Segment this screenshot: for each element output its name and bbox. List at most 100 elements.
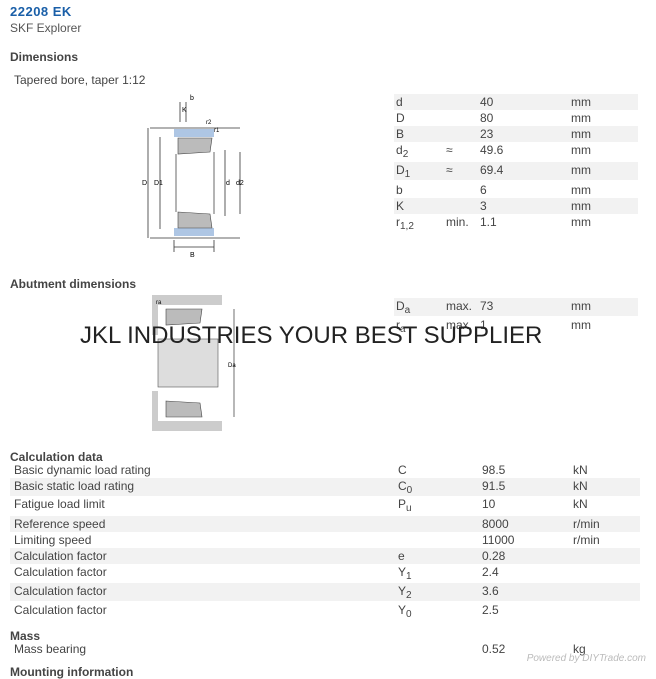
symbol: Y1 bbox=[398, 564, 412, 585]
label-k: K bbox=[182, 107, 187, 114]
unit: kN bbox=[573, 463, 588, 477]
symbol-subscript: 1 bbox=[406, 571, 412, 582]
symbol-main: Y bbox=[398, 584, 407, 598]
symbol: ra bbox=[396, 317, 406, 338]
qualifier: max. bbox=[446, 318, 473, 332]
calculation-row: Basic static load rating C0 91.5 kN bbox=[10, 478, 640, 496]
unit: mm bbox=[571, 127, 591, 141]
symbol-main: C bbox=[398, 463, 407, 477]
symbol-subscript: 1 bbox=[404, 169, 411, 180]
value: 10 bbox=[482, 497, 496, 511]
value: 0.52 bbox=[482, 642, 506, 656]
symbol-main: r bbox=[396, 318, 400, 332]
dimension-row: D 80 mm bbox=[394, 110, 638, 126]
unit: mm bbox=[571, 95, 591, 109]
powered-by: Powered by DIYTrade.com bbox=[526, 653, 646, 664]
symbol-main: r bbox=[396, 215, 400, 229]
symbol: D bbox=[396, 110, 405, 126]
symbol: b bbox=[396, 182, 403, 198]
symbol-main: e bbox=[398, 549, 405, 563]
product-title: 22208 EK bbox=[10, 4, 72, 19]
label-b: b bbox=[190, 95, 194, 102]
row-label: Fatigue load limit bbox=[14, 497, 105, 511]
row-label: Calculation factor bbox=[14, 603, 107, 617]
unit: mm bbox=[571, 183, 591, 197]
symbol-subscript: 1,2 bbox=[400, 221, 414, 232]
value: 73 bbox=[480, 299, 494, 313]
symbol-subscript: u bbox=[406, 503, 412, 514]
symbol-main: C bbox=[398, 479, 407, 493]
dimension-row: d 40 mm bbox=[394, 94, 638, 110]
value: 23 bbox=[480, 127, 494, 141]
symbol-main: P bbox=[398, 497, 407, 511]
qualifier: min. bbox=[446, 215, 469, 229]
symbol: B bbox=[396, 126, 404, 142]
row-label: Calculation factor bbox=[14, 565, 107, 579]
unit: r/min bbox=[573, 533, 600, 547]
qualifier: max. bbox=[446, 299, 473, 313]
label-da: Da bbox=[228, 363, 236, 369]
label-ra: ra bbox=[156, 300, 162, 306]
symbol-main: B bbox=[396, 127, 405, 141]
symbol-subscript: 0 bbox=[406, 609, 412, 620]
label-width-b: B bbox=[190, 252, 195, 259]
value: 3.6 bbox=[482, 584, 499, 598]
symbol: Pu bbox=[398, 496, 412, 517]
unit: mm bbox=[571, 215, 591, 229]
value: 0.28 bbox=[482, 549, 506, 563]
unit: kN bbox=[573, 479, 588, 493]
value: 80 bbox=[480, 111, 494, 125]
row-label: Basic static load rating bbox=[14, 479, 135, 493]
value: 8000 bbox=[482, 517, 509, 531]
symbol: C bbox=[398, 462, 407, 478]
calculation-row: Calculation factor e 0.28 bbox=[10, 548, 640, 564]
value: 6 bbox=[480, 183, 487, 197]
abutment-heading: Abutment dimensions bbox=[10, 277, 137, 291]
symbol-subscript: a bbox=[400, 324, 406, 335]
unit: mm bbox=[571, 199, 591, 213]
unit: mm bbox=[571, 111, 591, 125]
symbol: K bbox=[396, 198, 404, 214]
symbol: D1 bbox=[396, 162, 410, 183]
row-label: Basic dynamic load rating bbox=[14, 463, 151, 477]
abutment-drawing: ra Da bbox=[152, 295, 236, 431]
symbol: d bbox=[396, 94, 403, 110]
symbol: C0 bbox=[398, 478, 412, 499]
unit: kg bbox=[573, 642, 586, 656]
symbol-subscript: 2 bbox=[406, 590, 412, 601]
symbol: e bbox=[398, 548, 405, 564]
value: 40 bbox=[480, 95, 494, 109]
label-outer-d: D bbox=[142, 180, 147, 187]
mass-heading: Mass bbox=[10, 629, 41, 643]
abutment-row: ra max. 1 mm bbox=[394, 317, 638, 335]
value: 98.5 bbox=[482, 463, 506, 477]
value: 1 bbox=[480, 318, 487, 332]
label-r2: r2 bbox=[206, 120, 212, 126]
dimension-row: r1,2 min. 1.1 mm bbox=[394, 214, 638, 232]
row-label: Calculation factor bbox=[14, 549, 107, 563]
label-r1: r1 bbox=[214, 128, 220, 134]
mounting-heading: Mounting information bbox=[10, 665, 134, 679]
unit: mm bbox=[571, 318, 591, 332]
value: 91.5 bbox=[482, 479, 506, 493]
symbol-main: b bbox=[396, 183, 403, 197]
symbol-main: d bbox=[396, 95, 403, 109]
symbol-subscript: 0 bbox=[406, 485, 413, 496]
label-d1: D1 bbox=[154, 180, 163, 187]
symbol-main: d bbox=[396, 143, 403, 157]
bore-note: Tapered bore, taper 1:12 bbox=[14, 73, 146, 87]
symbol-subscript: 2 bbox=[402, 149, 409, 160]
value: 2.5 bbox=[482, 603, 499, 617]
value: 69.4 bbox=[480, 163, 504, 177]
dimension-row: b 6 mm bbox=[394, 182, 638, 198]
unit: kN bbox=[573, 497, 588, 511]
value: 1.1 bbox=[480, 215, 497, 229]
symbol: Da bbox=[396, 298, 410, 319]
calculation-row: Fatigue load limit Pu 10 kN bbox=[10, 496, 640, 514]
